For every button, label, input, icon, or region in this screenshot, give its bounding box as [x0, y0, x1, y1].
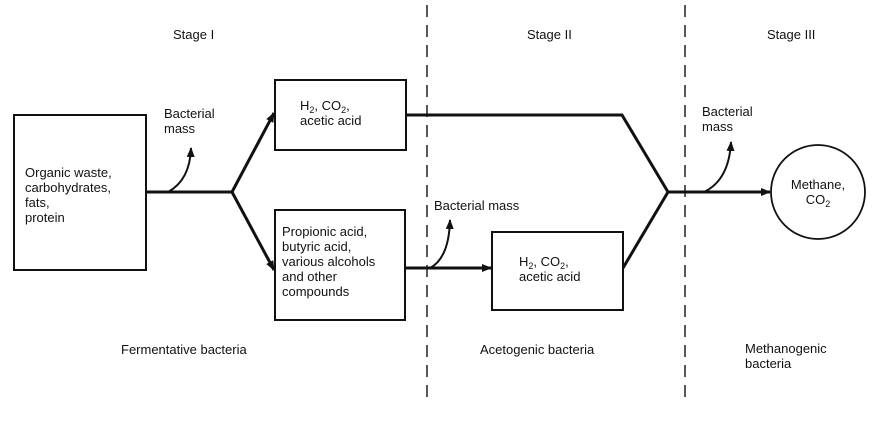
bacterial-mass-arrow-stage3	[703, 141, 735, 193]
label-line: mass	[702, 119, 734, 134]
products-line: Propionic acid,	[282, 224, 368, 239]
bacterial-mass-arrow-stage1	[167, 147, 195, 193]
flow-upper-to-merge	[406, 113, 670, 193]
methane-output-circle	[770, 144, 866, 240]
stage1-upper-box-text: H2, CO2, acetic acid	[300, 98, 361, 128]
methane-line: Methane,	[790, 177, 846, 192]
stage-1-title: Stage I	[173, 27, 215, 42]
flow-branch-to-upper	[230, 112, 276, 193]
punctuation: ,	[565, 254, 569, 269]
products-line: H2, CO2,	[519, 254, 580, 271]
products-line: compounds	[282, 284, 350, 299]
subscript: 2	[528, 261, 534, 271]
subscript: 2	[309, 105, 315, 115]
input-line: fats,	[25, 195, 50, 210]
bacterial-mass-label-stage1: Bacterial mass	[164, 106, 215, 136]
input-line: carbohydrates,	[25, 180, 111, 195]
products-line: acetic acid	[300, 113, 362, 128]
bacterial-mass-label-stage2: Bacterial mass	[434, 198, 520, 213]
bacterial-mass-arrow-stage2	[429, 219, 454, 269]
h2-text: H	[300, 98, 310, 113]
stage2-box	[491, 231, 624, 311]
stage-2-title: Stage II	[527, 27, 572, 42]
stage1-lower-box	[274, 209, 406, 321]
input-box	[13, 114, 147, 271]
methane-output-text: Methane, CO2	[771, 177, 865, 209]
products-line: acetic acid	[519, 269, 581, 284]
label-line: Bacterial	[164, 106, 215, 121]
h2-text: H	[519, 254, 529, 269]
flow-stage2-to-merge	[621, 191, 670, 269]
stage1-upper-box	[274, 79, 407, 151]
stage-3-title: Stage III	[767, 27, 816, 42]
co2-text: , CO	[314, 98, 342, 113]
subscript: 2	[825, 199, 831, 209]
punctuation: ,	[346, 98, 350, 113]
bacterial-mass-label-stage3: Bacterial mass	[702, 104, 753, 134]
products-line: butyric acid,	[282, 239, 352, 254]
input-line: protein	[25, 210, 65, 225]
products-line: H2, CO2,	[300, 98, 361, 115]
label-line: Methanogenic	[745, 341, 827, 356]
co2-text: , CO	[533, 254, 561, 269]
subscript: 2	[341, 105, 347, 115]
stage-3-organisms: Methanogenic bacteria	[745, 341, 827, 371]
stage1-lower-box-text: Propionic acid, butyric acid, various al…	[282, 224, 375, 299]
co2-text: CO	[805, 192, 826, 207]
input-box-text: Organic waste, carbohydrates, fats, prot…	[25, 165, 112, 225]
input-line: Organic waste,	[25, 165, 112, 180]
co2-line: CO2	[771, 192, 865, 209]
products-line: various alcohols	[282, 254, 376, 269]
label-line: bacteria	[745, 356, 792, 371]
stage2-box-text: H2, CO2, acetic acid	[519, 254, 580, 284]
flow-branch-to-lower	[230, 191, 276, 271]
stage-1-organisms: Fermentative bacteria	[121, 342, 247, 357]
subscript: 2	[560, 261, 566, 271]
label-line: Bacterial	[702, 104, 753, 119]
products-line: and other	[282, 269, 337, 284]
label-line: mass	[164, 121, 196, 136]
stage-2-organisms: Acetogenic bacteria	[480, 342, 595, 357]
